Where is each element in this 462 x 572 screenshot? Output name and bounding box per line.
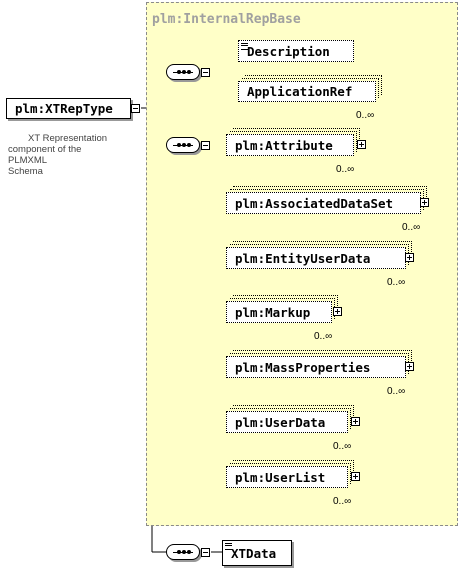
occurrence-label: 0..∞ bbox=[333, 496, 352, 507]
element-plm-userlist[interactable]: plm:UserList bbox=[226, 460, 354, 488]
doc-line-1: XT Representation bbox=[28, 133, 108, 144]
element-label: plm:UserData bbox=[235, 414, 326, 430]
expand-plus-icon[interactable] bbox=[420, 198, 429, 207]
collapse-minus-icon[interactable] bbox=[201, 141, 210, 150]
occurrence-label: 0..∞ bbox=[387, 277, 406, 288]
element-xtdata[interactable]: XTData bbox=[222, 540, 292, 566]
element-plm-attribute[interactable]: plm:Attribute bbox=[226, 128, 360, 156]
collapse-minus-icon[interactable] bbox=[201, 548, 210, 557]
occurrence-label: 0..∞ bbox=[336, 164, 355, 175]
collapse-minus-icon[interactable] bbox=[201, 68, 210, 77]
element-label: plm:UserList bbox=[235, 469, 326, 485]
element-plm-massproperties[interactable]: plm:MassProperties bbox=[226, 350, 412, 378]
expand-plus-icon[interactable] bbox=[351, 417, 360, 426]
element-label: ApplicationRef bbox=[247, 84, 353, 99]
element-label: plm:Attribute bbox=[235, 137, 333, 153]
sequence-compositor-icon[interactable] bbox=[166, 137, 200, 153]
element-label: plm:Markup bbox=[235, 304, 311, 320]
document-icon bbox=[241, 43, 248, 50]
expand-plus-icon[interactable] bbox=[357, 140, 366, 149]
base-type-title: plm:InternalRepBase bbox=[152, 12, 301, 27]
sequence-compositor-icon[interactable] bbox=[166, 544, 200, 560]
doc-line-3: Schema bbox=[8, 166, 43, 177]
element-plm-markup[interactable]: plm:Markup bbox=[226, 295, 338, 323]
doc-line-2: component of the PLMXML bbox=[8, 144, 82, 166]
element-plm-userdata[interactable]: plm:UserData bbox=[226, 405, 354, 433]
element-plm-entityuserdata[interactable]: plm:EntityUserData bbox=[226, 241, 412, 269]
expand-plus-icon[interactable] bbox=[333, 307, 342, 316]
element-description[interactable]: Description bbox=[238, 40, 354, 62]
occurrence-label: 0..∞ bbox=[402, 222, 421, 233]
element-label: plm:AssociatedDataSet bbox=[235, 195, 394, 211]
root-element-plm-xtreptype[interactable]: plm:XTRepType bbox=[6, 98, 131, 119]
occurrence-label: 0..∞ bbox=[333, 441, 352, 452]
element-label: plm:EntityUserData bbox=[235, 250, 371, 266]
element-label: plm:MassProperties bbox=[235, 359, 371, 375]
expand-plus-icon[interactable] bbox=[405, 362, 414, 371]
sequence-compositor-icon[interactable] bbox=[166, 64, 200, 80]
element-label: Description bbox=[247, 43, 330, 59]
collapse-minus-icon[interactable] bbox=[131, 104, 140, 113]
document-icon bbox=[225, 543, 232, 550]
element-applicationref[interactable]: ApplicationRef bbox=[238, 75, 382, 102]
occurrence-label: 0..∞ bbox=[314, 331, 333, 342]
root-element-label: plm:XTRepType bbox=[15, 101, 113, 116]
root-documentation: XT Representation component of the PLMXM… bbox=[8, 133, 120, 177]
expand-plus-icon[interactable] bbox=[405, 253, 414, 262]
occurrence-label: 0..∞ bbox=[356, 110, 375, 121]
expand-plus-icon[interactable] bbox=[351, 472, 360, 481]
element-label: XTData bbox=[231, 545, 277, 561]
occurrence-label: 0..∞ bbox=[387, 386, 406, 397]
element-plm-associateddataset[interactable]: plm:AssociatedDataSet bbox=[226, 186, 427, 214]
